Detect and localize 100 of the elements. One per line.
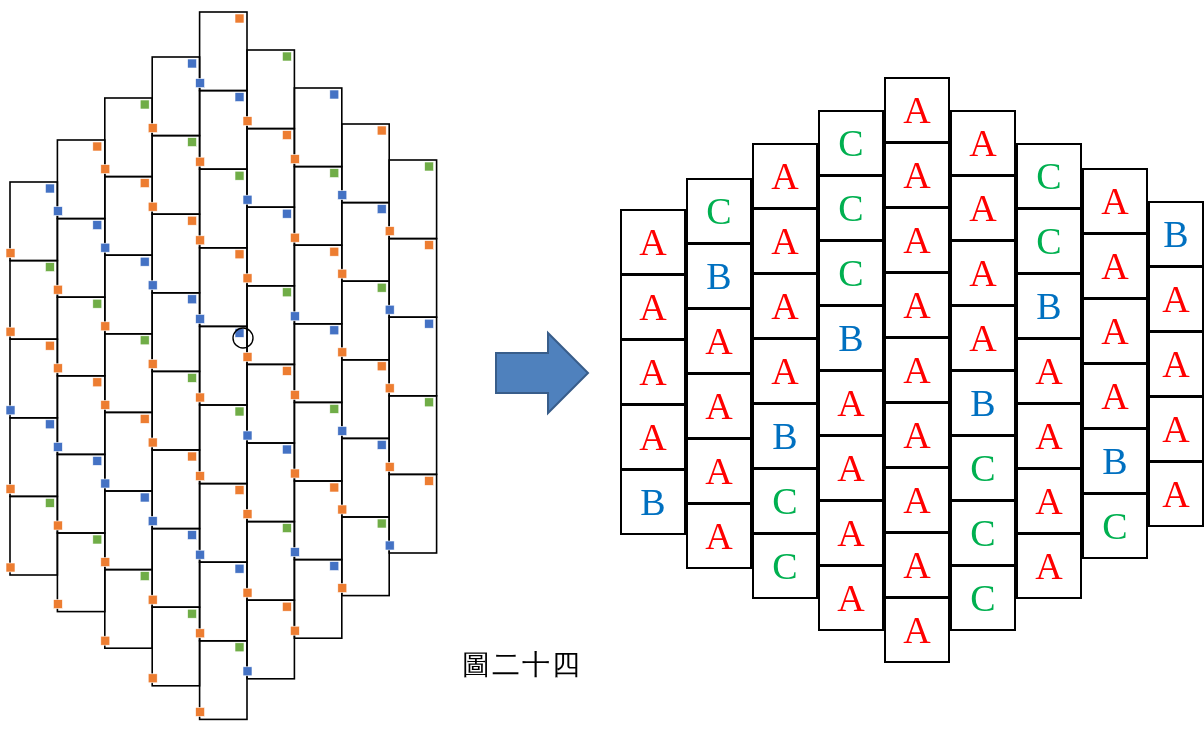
- cell-letter: C: [772, 482, 798, 520]
- letter-cell: [686, 373, 752, 439]
- cell-letter: A: [903, 156, 931, 194]
- letter-cell: [1082, 363, 1148, 429]
- block-arrow: [495, 330, 590, 416]
- letter-cell: [686, 308, 752, 374]
- cell-letter: A: [969, 319, 997, 357]
- cell-letter: A: [837, 384, 865, 422]
- cell-letter: A: [1035, 482, 1063, 520]
- cell-letter: C: [1102, 507, 1128, 545]
- letter-cell: [1016, 273, 1082, 339]
- letter-cell: [884, 337, 950, 403]
- cell-letter: A: [771, 352, 799, 390]
- letter-cell: [1082, 298, 1148, 364]
- cell-letter: A: [903, 481, 931, 519]
- cell-letter: B: [1036, 287, 1062, 325]
- cell-letter: A: [837, 514, 865, 552]
- cell-letter: C: [706, 192, 732, 230]
- cell-letter: A: [903, 351, 931, 389]
- cell-letter: A: [1101, 247, 1129, 285]
- cell-letter: A: [771, 222, 799, 260]
- cell-letter: A: [903, 286, 931, 324]
- cell-letter: A: [1035, 417, 1063, 455]
- letter-cell: [950, 110, 1016, 176]
- cell-letter: C: [838, 254, 864, 292]
- cell-letter: A: [1035, 352, 1063, 390]
- letter-cell: [950, 500, 1016, 566]
- letter-cell: [1148, 266, 1204, 332]
- letter-cell: [752, 143, 818, 209]
- letter-cell: [752, 208, 818, 274]
- letter-cell: [950, 175, 1016, 241]
- letter-cell: [620, 404, 686, 470]
- letter-cell: [818, 175, 884, 241]
- letter-cell: [620, 274, 686, 340]
- letter-cell: [818, 500, 884, 566]
- letter-cell: [752, 533, 818, 599]
- letter-cell: [752, 403, 818, 469]
- letter-cell: [950, 435, 1016, 501]
- letter-cell: [818, 435, 884, 501]
- cell-letter: A: [705, 322, 733, 360]
- letter-cell: [1148, 331, 1204, 397]
- letter-cell: [884, 402, 950, 468]
- letter-cell: [752, 338, 818, 404]
- cell-letter: A: [969, 124, 997, 162]
- letter-cell: [1148, 201, 1204, 267]
- letter-cell: [950, 370, 1016, 436]
- cell-letter: A: [1162, 475, 1190, 513]
- cell-letter: A: [1162, 410, 1190, 448]
- letter-cell: [686, 178, 752, 244]
- cell-letter: B: [772, 417, 798, 455]
- letter-cell: [686, 503, 752, 569]
- letter-cell: [818, 110, 884, 176]
- cell-letter: A: [639, 353, 667, 391]
- letter-cell: [884, 207, 950, 273]
- letter-cell: [1148, 461, 1204, 527]
- cell-letter: C: [838, 189, 864, 227]
- letter-cell: [686, 243, 752, 309]
- letter-cell: [620, 339, 686, 405]
- cell-letter: B: [838, 319, 864, 357]
- letter-cell: [1082, 168, 1148, 234]
- letter-cell: [884, 597, 950, 663]
- cell-letter: A: [1162, 280, 1190, 318]
- letter-cell: [1016, 143, 1082, 209]
- letter-cell: [1082, 493, 1148, 559]
- letter-cell: [1016, 403, 1082, 469]
- cell-letter: B: [706, 257, 732, 295]
- cell-letter: A: [771, 157, 799, 195]
- cell-letter: C: [1036, 157, 1062, 195]
- cell-letter: A: [639, 418, 667, 456]
- cell-letter: A: [903, 91, 931, 129]
- letter-cell: [1016, 208, 1082, 274]
- cell-letter: A: [969, 254, 997, 292]
- cell-letter: A: [1162, 345, 1190, 383]
- cell-letter: C: [838, 124, 864, 162]
- cell-letter: A: [705, 387, 733, 425]
- letter-cell: [1082, 428, 1148, 494]
- cell-letter: C: [1036, 222, 1062, 260]
- cell-letter: A: [639, 223, 667, 261]
- cell-letter: A: [771, 287, 799, 325]
- cell-letter: C: [970, 579, 996, 617]
- cell-letter: A: [903, 546, 931, 584]
- cell-letter: A: [903, 416, 931, 454]
- letter-cell: [884, 467, 950, 533]
- cell-letter: B: [970, 384, 996, 422]
- letter-cell: [1016, 533, 1082, 599]
- figure-caption: 圖二十四: [462, 647, 582, 683]
- letter-cell: [818, 565, 884, 631]
- cell-letter: C: [970, 514, 996, 552]
- letter-cell: [818, 370, 884, 436]
- letter-cell: [620, 469, 686, 535]
- letter-cell: [950, 305, 1016, 371]
- cell-letter: A: [969, 189, 997, 227]
- cell-letter: B: [1163, 215, 1189, 253]
- cell-letter: C: [772, 547, 798, 585]
- cell-letter: A: [837, 449, 865, 487]
- letter-cell: [884, 272, 950, 338]
- letter-cell: [1016, 468, 1082, 534]
- cell-letter: B: [1102, 442, 1128, 480]
- letter-cell: [752, 468, 818, 534]
- cell-letter: A: [1101, 312, 1129, 350]
